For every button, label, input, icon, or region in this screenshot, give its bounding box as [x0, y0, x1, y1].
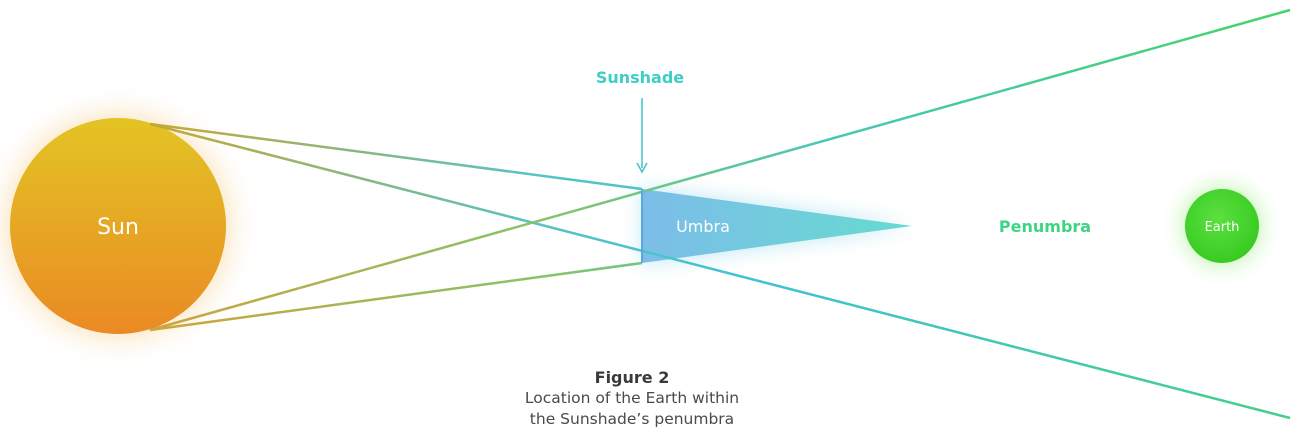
earth-disk — [1185, 189, 1259, 263]
sunshade-arrow-head — [636, 162, 648, 174]
earth-label: Earth — [1205, 220, 1240, 235]
caption-line-2: the Sunshade’s penumbra — [529, 410, 735, 428]
penumbra-label: Penumbra — [999, 217, 1091, 236]
ray-sun-bottom-to-upper-right — [149, 8, 1291, 332]
ray-sun-top-to-lower-right — [149, 122, 1291, 420]
ray-sun-bottom-to-shade-bottom — [149, 261, 643, 332]
sun-disk — [10, 118, 226, 334]
sun-label: Sun — [97, 215, 139, 240]
umbra-region — [642, 189, 912, 263]
sunshade-label: Sunshade — [596, 68, 684, 87]
figure-caption: Figure 2 Location of the Earth within th… — [482, 367, 782, 430]
ray-sun-top-to-shade-top — [149, 122, 643, 191]
caption-title: Figure 2 — [594, 368, 670, 387]
caption-line-1: Location of the Earth within — [524, 389, 740, 407]
umbra-label: Umbra — [676, 217, 730, 236]
